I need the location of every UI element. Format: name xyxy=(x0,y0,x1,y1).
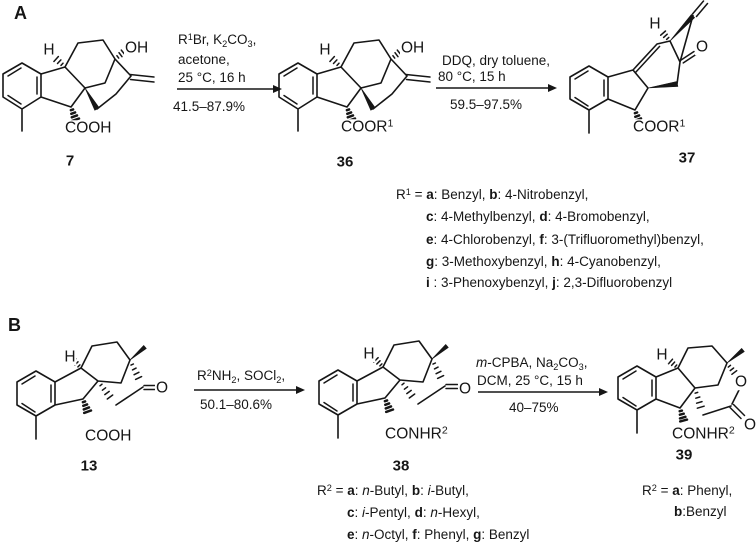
carboxyl-label: COOH xyxy=(64,119,113,137)
reagents-b2-line1: m-CPBA, Na2CO3, xyxy=(476,355,588,372)
h-stereo-label: H xyxy=(42,41,56,59)
ester-label: COOR1 xyxy=(340,117,395,136)
r2-definition-38-line-3: e: n-Octyl, f: Phenyl, g: Benzyl xyxy=(347,527,530,542)
methyl-wedge-bond xyxy=(431,344,449,360)
r2-definition-39-line-1: R2 = a: Phenyl, xyxy=(642,482,733,498)
compound-number-39: 39 xyxy=(675,446,693,464)
hash-wedge-bond xyxy=(99,383,114,400)
methyl-wedge-bond xyxy=(726,348,745,364)
yield-a2: 59.5–97.5% xyxy=(450,97,523,112)
striped-wedge-bond xyxy=(345,108,357,123)
compound-number-37: 37 xyxy=(678,149,696,167)
reagents-b1-line1: R2NH2, SOCl2, xyxy=(197,367,286,385)
h-hash-wedge xyxy=(667,358,678,368)
reaction-arrow-a2 xyxy=(436,84,557,92)
striped-wedge-bond xyxy=(678,409,689,423)
striped-wedge-bond xyxy=(81,400,93,415)
bold-wedge-bond xyxy=(669,14,695,42)
h-hash-wedge xyxy=(329,55,340,67)
ester-label: COOR1 xyxy=(632,117,687,136)
r1-definition-line-1: R1 = a: Benzyl, b: 4-Nitrobenzyl, xyxy=(396,186,589,202)
h-stereo-label: H xyxy=(318,41,332,59)
methyl-wedge-bond xyxy=(129,345,147,361)
lactone-carbonyl-o-label: O xyxy=(742,416,756,434)
bold-wedge-bond xyxy=(84,87,100,111)
carboxyl-label: COOH xyxy=(84,427,133,445)
r2-definition-38-line-2: c: i-Pentyl, d: n-Hexyl, xyxy=(347,505,480,520)
striped-wedge-bond xyxy=(633,111,645,126)
compound-number-38: 38 xyxy=(392,457,410,475)
r1-definition-line-2: c: 4-Methylbenzyl, d: 4-Bromobenzyl, xyxy=(426,209,650,224)
amide-label: CONHR2 xyxy=(384,424,449,443)
structure-compound-37: H O COOR1 37 xyxy=(560,0,756,172)
reagents-a1-line3: 25 °C, 16 h xyxy=(178,70,246,85)
panel-a-label: A xyxy=(14,3,27,23)
skeleton-compound-38 xyxy=(318,340,459,439)
reaction-arrow-b1 xyxy=(194,386,305,394)
r2-definition-38-line-1: R2 = a: n-Butyl, b: i-Butyl, xyxy=(317,482,469,498)
skeleton-compound-36 xyxy=(278,39,431,132)
compound-number-7: 7 xyxy=(65,152,75,170)
h-stereo-label: H xyxy=(655,346,669,364)
hash-wedge-bond xyxy=(401,382,416,399)
reagents-a2-line2: 80 °C, 15 h xyxy=(438,69,506,84)
compound-number-36: 36 xyxy=(336,153,354,171)
reagents-b2-line2: DCM, 25 °C, 15 h xyxy=(477,373,583,388)
striped-wedge-bond xyxy=(69,108,81,123)
h-stereo-label: H xyxy=(362,345,376,363)
r1-definition-line-3: e: 4-Chlorobenzyl, f: 3-(Trifluoromethyl… xyxy=(426,232,704,247)
h-stereo-label: H xyxy=(648,15,662,33)
r1-definition-line-4: g: 3-Methoxybenzyl, h: 4-Cyanobenzyl, xyxy=(426,254,661,269)
ketone-o-label: O xyxy=(457,380,473,398)
reagents-a1-line1: R1Br, K2CO3, xyxy=(178,31,257,49)
h-hash-wedge xyxy=(659,30,670,41)
r1-definition-line-5: i : 3-Phenoxybenzyl, j: 2,3-Difluorobenz… xyxy=(426,275,673,290)
oh-label: OH xyxy=(124,39,150,57)
skeleton-compound-39 xyxy=(617,345,746,434)
lactone-o-label: O xyxy=(733,373,749,391)
ketone-o-label: O xyxy=(154,379,170,397)
bold-wedge-bond xyxy=(360,87,376,111)
yield-b2: 40–75% xyxy=(509,400,559,415)
hash-wedge-bond xyxy=(727,364,738,376)
striped-wedge-bond xyxy=(383,399,395,414)
reagents-a2-line1: DDQ, dry toluene, xyxy=(442,53,551,68)
skeleton-compound-37 xyxy=(569,0,709,134)
oh-label: OH xyxy=(400,39,426,57)
structure-compound-39: H O O CONHR2 39 xyxy=(600,330,756,490)
structure-compound-36: H OH COOR1 36 xyxy=(276,22,446,172)
skeleton-compound-13 xyxy=(16,341,157,440)
r2-definition-39-line-2: b:Benzyl xyxy=(674,504,727,519)
hash-wedge-bond xyxy=(130,363,143,381)
h-hash-wedge xyxy=(53,55,64,67)
bold-wedge-bond xyxy=(647,81,679,89)
amide-label: CONHR2 xyxy=(671,424,736,443)
structure-compound-13: H O COOH 13 xyxy=(0,300,185,480)
hash-wedge-bond xyxy=(694,391,705,409)
compound-number-13: 13 xyxy=(80,457,98,475)
reagents-a1-line2: acetone, xyxy=(178,52,230,67)
panel-b-label: B xyxy=(8,315,21,335)
h-stereo-label: H xyxy=(63,348,77,366)
reaction-arrow-a1 xyxy=(177,85,282,93)
hash-wedge-bond xyxy=(432,362,445,380)
yield-b1: 50.1–80.6% xyxy=(200,397,273,412)
reaction-arrow-b2 xyxy=(478,388,608,396)
structure-compound-38: H O CONHR2 38 xyxy=(302,299,487,479)
ketone-o-label: O xyxy=(694,38,710,56)
yield-a1: 41.5–87.9% xyxy=(173,99,246,114)
structure-compound-7: H OH COOH 7 xyxy=(0,22,170,172)
